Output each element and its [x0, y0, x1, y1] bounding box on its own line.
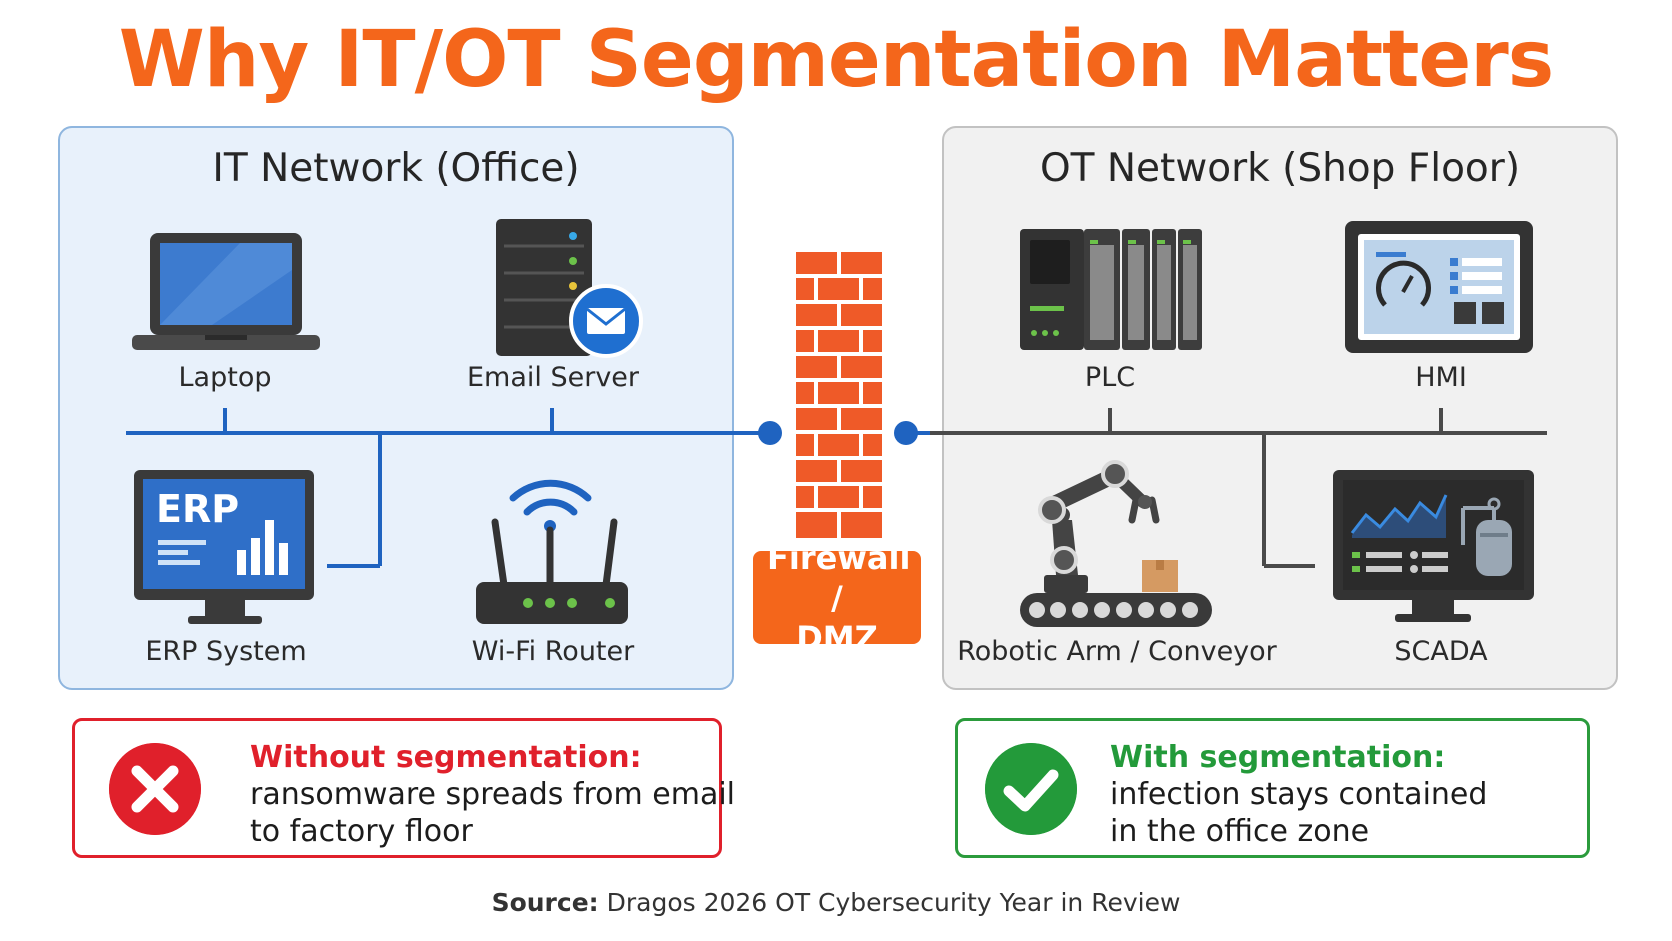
wifi-router-label: Wi-Fi Router	[471, 636, 635, 667]
erp-monitor-icon: ERP	[134, 470, 314, 624]
page-title: Why IT/OT Segmentation Matters	[118, 15, 1554, 105]
without-segmentation-heading: Without segmentation:	[250, 740, 642, 775]
without-segmentation-callout: Without segmentation: ransomware spreads…	[72, 718, 735, 858]
without-segmentation-line1: ransomware spreads from email	[250, 777, 736, 812]
error-x-icon	[109, 743, 201, 835]
source-label: Source:	[491, 888, 599, 917]
it-zone-title: IT Network (Office)	[212, 146, 580, 191]
firewall-dmz-label: Firewall / DMZ	[753, 539, 921, 657]
with-segmentation-callout: With segmentation: infection stays conta…	[955, 718, 1590, 858]
firewall-label-line2: DMZ	[796, 618, 878, 657]
wifi-router-icon	[476, 479, 628, 624]
firewall-brick-icon	[792, 248, 886, 542]
laptop-label: Laptop	[178, 362, 272, 393]
ot-zone-title: OT Network (Shop Floor)	[1039, 146, 1521, 191]
scada-monitor-icon	[1333, 470, 1534, 622]
with-segmentation-heading: With segmentation:	[1110, 740, 1446, 775]
source-text: Dragos 2026 OT Cybersecurity Year in Rev…	[606, 888, 1181, 917]
with-segmentation-line2: in the office zone	[1110, 814, 1370, 849]
it-network-bus	[126, 408, 770, 568]
erp-screen-text: ERP	[156, 487, 239, 531]
robotic-arm-icon	[1020, 460, 1212, 627]
ot-network-bus	[906, 408, 1547, 568]
scada-label: SCADA	[1394, 636, 1488, 667]
email-server-icon	[496, 219, 643, 358]
firewall-label-line1: Firewall /	[767, 538, 911, 617]
email-server-label: Email Server	[466, 362, 640, 393]
plc-icon	[1020, 229, 1202, 350]
with-segmentation-line1: infection stays contained	[1110, 777, 1488, 812]
without-segmentation-line2: to factory floor	[250, 814, 473, 849]
hmi-icon	[1345, 221, 1533, 353]
ot-bus-endpoint	[894, 421, 918, 445]
erp-system-label: ERP System	[145, 636, 307, 667]
plc-label: PLC	[1084, 362, 1136, 393]
it-bus-endpoint	[758, 421, 782, 445]
source-citation: Source: Dragos 2026 OT Cybersecurity Yea…	[0, 888, 1672, 917]
hmi-label: HMI	[1415, 362, 1467, 393]
laptop-icon	[132, 233, 320, 350]
robotic-arm-label: Robotic Arm / Conveyor	[957, 636, 1277, 667]
check-mark-icon	[985, 743, 1077, 835]
